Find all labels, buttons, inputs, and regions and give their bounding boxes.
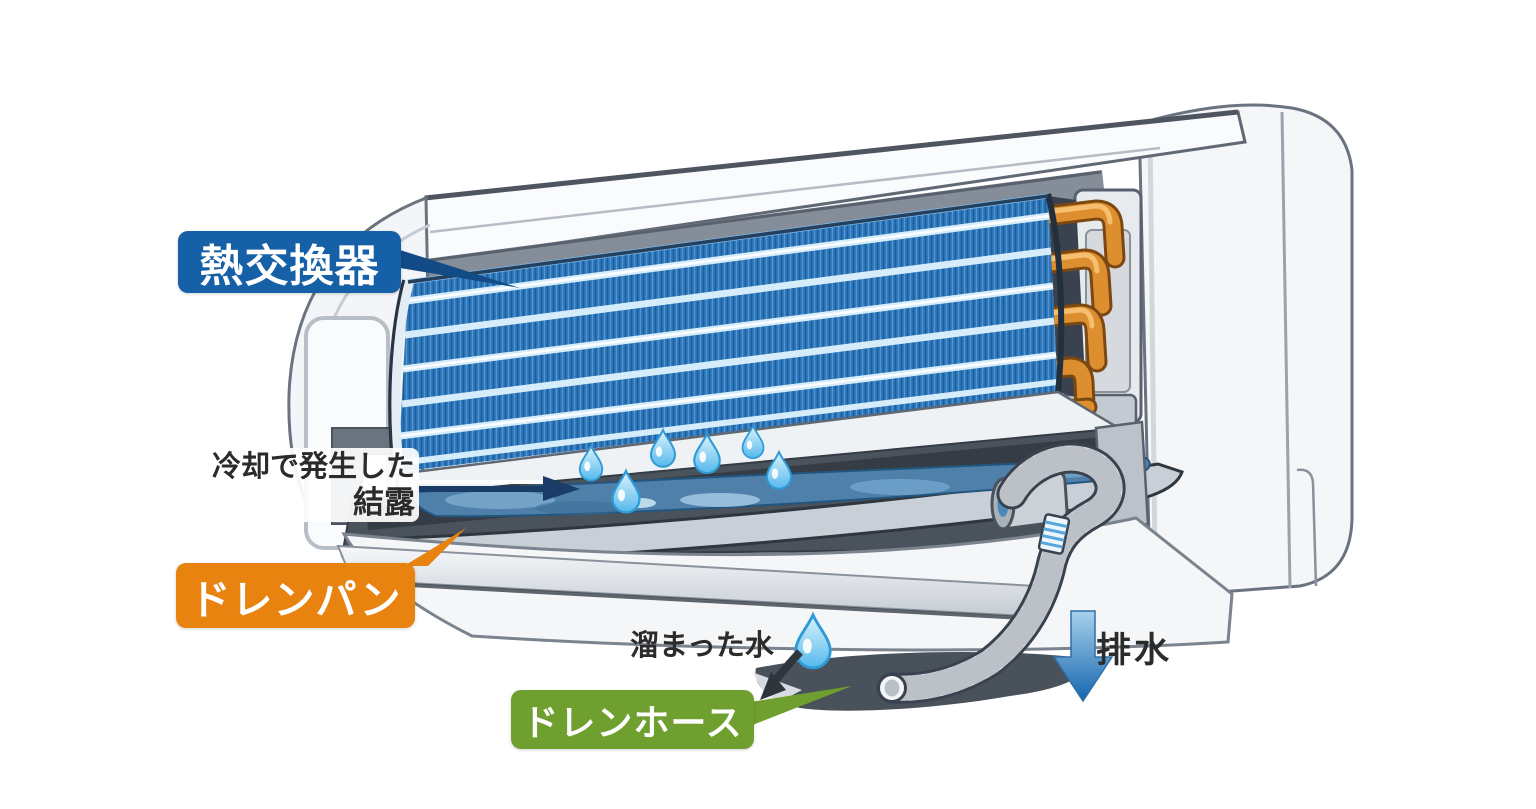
drainage-label-text: 排水: [1096, 631, 1173, 670]
heat-exchanger-fins: [388, 193, 1065, 477]
condensation-label-line1: 冷却で発生した: [211, 451, 415, 483]
condensation-label-line2: 結露: [353, 485, 415, 520]
heat-exchanger-label: 熱交換器: [178, 231, 401, 293]
accumulated-water-label: 溜まった水: [630, 622, 790, 664]
condensation-label: 冷却で発生した 結露: [193, 448, 419, 522]
copper-pipe: [1029, 303, 1108, 373]
front-panel: [336, 516, 1234, 652]
copper-pipe: [1031, 248, 1113, 317]
drain-hose-label: ドレンホース: [511, 690, 754, 749]
accumulated-water-arrow: [760, 649, 803, 700]
fin-stripes: [398, 193, 1058, 466]
copper-pipe: [1035, 199, 1126, 269]
heat-exchanger-leader: [400, 250, 520, 288]
heat-exchanger-label-text: 熱交換器: [199, 242, 380, 291]
accumulated-water-label-text: 溜まった水: [630, 630, 774, 662]
drain-pan-label-text: ドレンパン: [189, 576, 402, 623]
slot-edge-line: [416, 170, 1102, 264]
drain-hose: [876, 442, 1126, 704]
hose-connector: [1037, 513, 1071, 555]
drainage-arrow-icon: [1052, 610, 1114, 703]
drain-hose-label-text: ドレンホース: [522, 701, 743, 743]
condensation-arrow: [418, 476, 580, 501]
top-casing: [413, 109, 1247, 266]
right-end-cap: [1138, 103, 1354, 595]
drain-pan-label: ドレンパン: [176, 563, 415, 628]
drainage-label: 排水: [1096, 622, 1172, 673]
drain-pan-pointer: [404, 528, 466, 566]
drain-hose-pointer: [750, 686, 852, 726]
